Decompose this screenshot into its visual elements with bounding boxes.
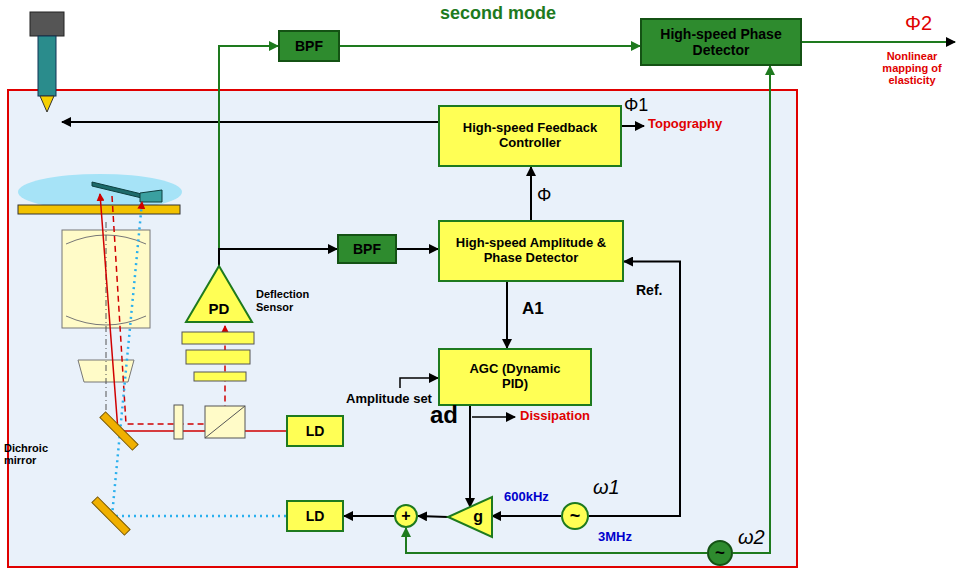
scanner-tube	[38, 36, 56, 96]
node-label: g	[473, 508, 483, 526]
output-note: Dissipation	[520, 409, 590, 423]
wave-plate	[194, 372, 246, 381]
system-region	[8, 90, 797, 567]
scanner-drive-wire	[62, 121, 438, 123]
detector-box: High-speed Phase Detector	[640, 18, 802, 66]
pd-optics	[186, 350, 250, 364]
signal-wire	[469, 406, 471, 507]
laser-diode: LD	[286, 500, 344, 532]
node-label: +	[401, 507, 410, 525]
node-label: AGC (Dynamic PID)	[459, 362, 571, 392]
pd-optics	[182, 332, 254, 344]
cantilever-base	[140, 190, 162, 202]
oscillator-symbol: ~	[707, 540, 733, 566]
frequency-symbol: ω1	[593, 476, 620, 498]
signal-wire	[589, 262, 680, 517]
frequency-label: 600kHz	[504, 490, 549, 504]
beam-splitter	[205, 406, 245, 438]
oscillator-symbol: ~	[561, 502, 589, 530]
dissipation-output	[472, 416, 515, 418]
signal-wire	[506, 282, 508, 348]
signal-name: A1	[522, 300, 544, 319]
amplitude-set-wire	[400, 378, 438, 388]
gain-amplifier: g	[448, 497, 492, 537]
controller-box: High-speed Feedback Controller	[438, 105, 622, 167]
node-label: PD	[209, 300, 230, 317]
detector-box: High-speed Amplitude & Phase Detector	[438, 220, 624, 282]
phase-output	[802, 41, 955, 43]
node-label: High-speed Amplitude & Phase Detector	[445, 236, 617, 266]
wave-plate	[174, 405, 183, 439]
signal-wire	[733, 66, 770, 553]
signal-wire	[219, 46, 278, 266]
summer-symbol: +	[394, 504, 418, 528]
signal-wire	[397, 248, 438, 250]
signal-wire	[530, 167, 532, 220]
signal-wire	[406, 528, 707, 553]
dichroic-mirror	[100, 412, 138, 450]
agc-box: AGC (Dynamic PID)	[438, 348, 592, 406]
frequency-label: 3MHz	[598, 530, 632, 544]
sample-stage	[18, 205, 180, 214]
mirror	[92, 497, 130, 535]
signal-wire	[344, 515, 394, 517]
outline-shape	[448, 497, 492, 537]
optical-axis	[106, 222, 107, 420]
node-label: High-speed Phase Detector	[656, 26, 786, 58]
output-note: Topography	[648, 117, 722, 131]
beam-splitter-diagonal	[205, 406, 245, 438]
signal-name: Φ2	[905, 12, 932, 34]
mode-title: second mode	[440, 4, 556, 24]
filter-box: BPF	[337, 234, 397, 264]
node-label: BPF	[353, 241, 381, 257]
signal-wire	[418, 516, 448, 517]
filter-box: BPF	[278, 30, 340, 62]
node-label: LD	[306, 423, 325, 439]
node-label: ~	[570, 506, 581, 527]
probe-holder	[40, 96, 54, 112]
input-note: Amplitude set	[346, 392, 432, 406]
signal-name: Φ	[537, 186, 551, 206]
node-label: LD	[306, 508, 325, 524]
node-label: BPF	[295, 38, 323, 54]
signal-name: ad	[430, 402, 458, 428]
scanner-head	[30, 12, 64, 36]
outline-shape	[186, 266, 252, 322]
frequency-symbol: ω2	[738, 526, 765, 548]
topography-output	[622, 125, 644, 127]
signal-wire	[219, 249, 337, 266]
signal-name: Φ1	[624, 96, 648, 116]
part-label: Dichroic mirror	[4, 442, 66, 466]
gain-amplifier-outline	[448, 497, 492, 537]
signal-wire	[340, 45, 640, 47]
node-label: ~	[715, 543, 725, 563]
node-label: High-speed Feedback Controller	[455, 121, 605, 151]
signal-wire	[492, 515, 561, 517]
photodetector: PDDeflection Sensor	[186, 266, 252, 322]
node-caption: Deflection Sensor	[256, 288, 320, 313]
output-note: Nonlinear mapping of elasticity	[866, 50, 958, 86]
laser-diode: LD	[286, 415, 344, 447]
signal-name: Ref.	[636, 283, 662, 298]
